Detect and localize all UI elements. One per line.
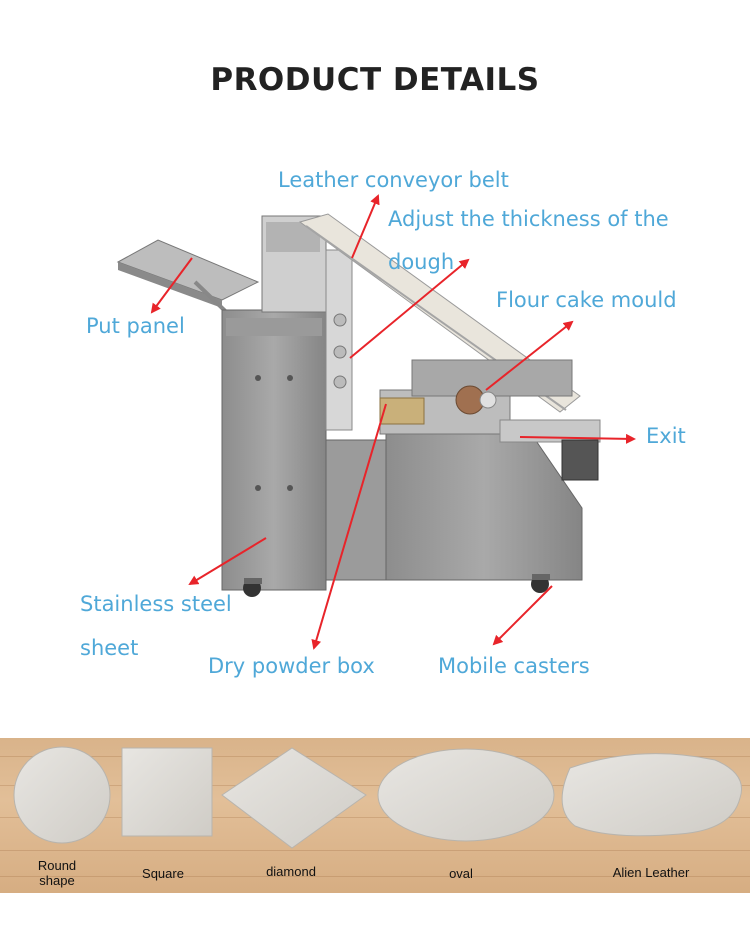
round-shape <box>13 746 111 844</box>
main-body <box>325 439 387 581</box>
caption-diamond: diamond <box>266 864 316 879</box>
label-exit: Exit <box>646 424 686 448</box>
arrow-exit <box>519 433 636 444</box>
square-shape <box>121 747 213 837</box>
arrow-dry-powder <box>311 403 387 650</box>
arrow-put-panel <box>150 257 193 314</box>
alien-leather-shape <box>561 753 742 837</box>
caption-round-shape: Round shape <box>37 858 77 888</box>
arrow-casters <box>492 585 553 646</box>
arrow-flour-mould <box>485 320 574 391</box>
oval-shape <box>377 748 555 842</box>
caption-alien-leather: Alien Leather <box>612 865 690 880</box>
left-housing <box>221 309 327 591</box>
label-mobile-casters: Mobile casters <box>438 654 590 678</box>
label-adjust-thickness-1: Adjust the thickness of the <box>388 207 669 231</box>
label-dry-powder-box: Dry powder box <box>208 654 375 678</box>
dough-shapes <box>13 746 742 849</box>
caption-square: Square <box>142 866 184 881</box>
label-adjust-thickness-2: dough <box>388 250 455 274</box>
caption-oval: oval <box>449 866 473 881</box>
arrow-conveyor <box>351 194 380 259</box>
machine-illustration <box>116 194 636 650</box>
diamond-shape <box>221 747 367 849</box>
label-leather-conveyor-belt: Leather conveyor belt <box>278 168 509 192</box>
page-title: PRODUCT DETAILS <box>210 62 540 98</box>
shapes-panel: Round shape Square diamond oval Alien Le… <box>0 738 750 893</box>
label-put-panel: Put panel <box>86 314 185 338</box>
arrow-stainless <box>188 537 267 586</box>
label-stainless-2: sheet <box>80 636 139 660</box>
label-flour-cake-mould: Flour cake mould <box>496 288 677 312</box>
arrow-thickness <box>349 258 470 359</box>
label-stainless-1: Stainless steel <box>80 592 232 616</box>
